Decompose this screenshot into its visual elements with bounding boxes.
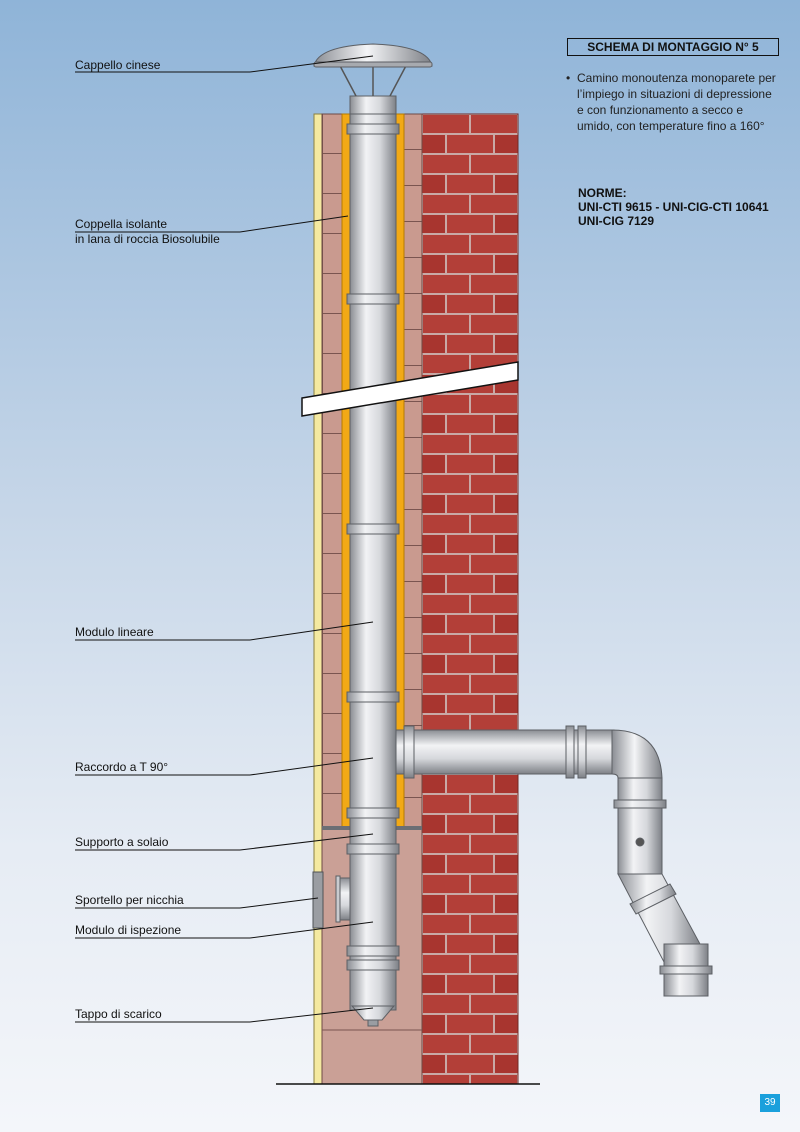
label-modulo-lineare: Modulo lineare (75, 625, 154, 639)
label-modulo-ispezione: Modulo di ispezione (75, 923, 181, 937)
description-text: Camino monoutenza monoparete per l’impie… (577, 71, 776, 133)
standards-line2: UNI-CIG 7129 (578, 214, 655, 228)
standards: NORME: UNI-CTI 9615 - UNI-CIG-CTI 10641 … (578, 186, 788, 228)
inspection-door (312, 871, 324, 929)
label-supporto-solaio: Supporto a solaio (75, 835, 169, 849)
flue-pipe (349, 113, 397, 1011)
pipe-joints (346, 123, 400, 971)
label-coppella-line1: Coppella isolante (75, 217, 167, 231)
break-band (301, 361, 519, 417)
standards-title: NORME: (578, 186, 627, 200)
standards-line1: UNI-CTI 9615 - UNI-CIG-CTI 10641 (578, 200, 769, 214)
description: • Camino monoutenza monoparete per l’imp… (566, 70, 776, 134)
bullet-icon: • (566, 71, 571, 85)
label-sportello: Sportello per nicchia (75, 893, 184, 907)
label-cappello-cinese: Cappello cinese (75, 58, 161, 72)
label-coppella-line2: in lana di roccia Biosolubile (75, 232, 220, 246)
chinese-hat (313, 43, 433, 115)
connector-pipe (395, 725, 713, 997)
schema-title: SCHEMA DI MONTAGGIO N° 5 (567, 38, 779, 56)
label-raccordo-t: Raccordo a T 90° (75, 760, 168, 774)
outer-cladding (313, 113, 323, 1085)
page-number: 39 (760, 1094, 780, 1112)
leader-lines (75, 55, 374, 1023)
label-tappo-scarico: Tappo di scarico (75, 1007, 162, 1021)
inner-panel-column (403, 113, 423, 829)
brick-wall (421, 113, 519, 1085)
